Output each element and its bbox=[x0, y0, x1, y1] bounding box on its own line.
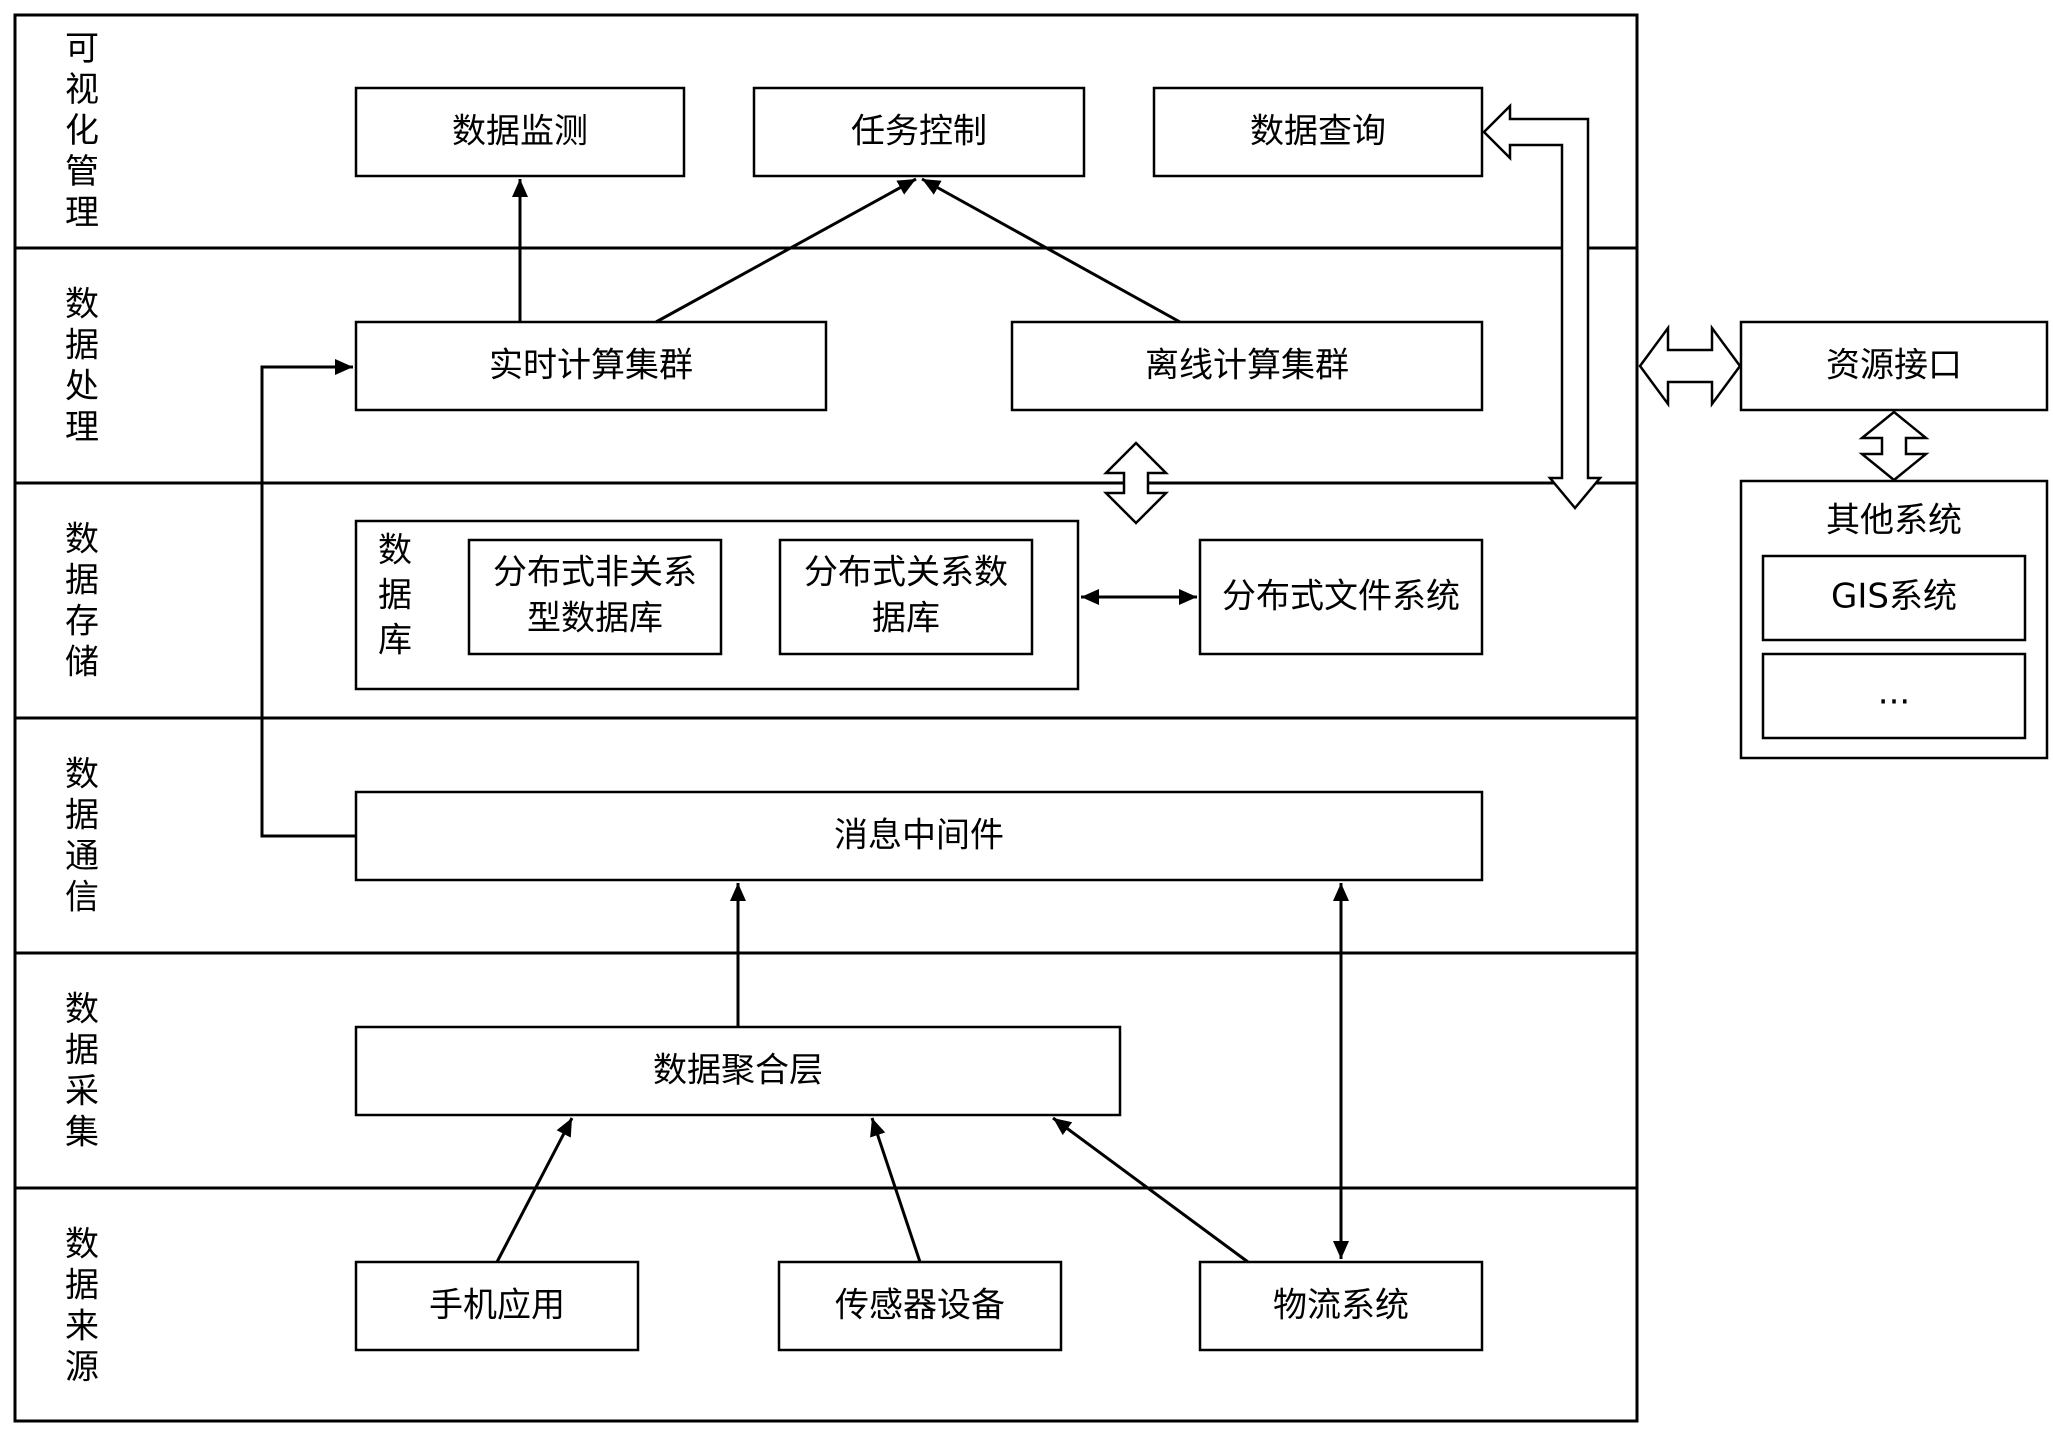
node-data-query: 数据查询 bbox=[1152, 86, 1484, 178]
database-label-char: 库 bbox=[378, 621, 412, 661]
database-label-char: 数 bbox=[378, 531, 412, 571]
node-resource-interface: 资源接口 bbox=[1739, 320, 2049, 412]
node-label: 分布式文件系统 bbox=[1222, 577, 1460, 617]
node-logistics-system: 物流系统 bbox=[1198, 1260, 1484, 1352]
arrow-sensor-to-aggregation bbox=[870, 1117, 922, 1263]
hollow-arrow-query-channel bbox=[1482, 102, 1603, 510]
layer-label-comm: 数据通信 bbox=[65, 755, 99, 918]
arrow-logistics-to-aggregation bbox=[1052, 1116, 1249, 1264]
node-message-middleware: 消息中间件 bbox=[354, 790, 1484, 882]
node-label: 任务控制 bbox=[851, 112, 987, 152]
node-mobile-app: 手机应用 bbox=[354, 1260, 640, 1352]
node-label: ... bbox=[1878, 673, 1910, 713]
node-label: 实时计算集群 bbox=[489, 346, 693, 386]
layer-label-vis: 可视化管理 bbox=[65, 29, 99, 233]
node-gis-system: GIS系统 bbox=[1761, 554, 2027, 642]
node-realtime-cluster: 实时计算集群 bbox=[354, 320, 828, 412]
node-label-line2: 据库 bbox=[872, 599, 940, 639]
hollow-arrow-resource-interface bbox=[1638, 324, 1742, 408]
node-label-line2: 型数据库 bbox=[527, 599, 663, 639]
node-label: GIS系统 bbox=[1831, 577, 1957, 617]
layer-label-source: 数据来源 bbox=[65, 1225, 99, 1388]
layer-label-collect: 数据采集 bbox=[65, 990, 99, 1153]
node-label: 离线计算集群 bbox=[1145, 346, 1349, 386]
database-label-char: 据 bbox=[378, 576, 412, 616]
node-sql-db: 分布式关系数 据库 bbox=[778, 538, 1034, 656]
node-label: 数据查询 bbox=[1250, 112, 1386, 152]
node-label: 手机应用 bbox=[429, 1286, 565, 1326]
arrow-mq-to-realtime bbox=[260, 359, 356, 838]
hollow-arrow-processing-storage bbox=[1102, 441, 1170, 525]
node-label: 传感器设备 bbox=[835, 1286, 1005, 1326]
node-dfs: 分布式文件系统 bbox=[1198, 538, 1484, 656]
node-label: 其他系统 bbox=[1826, 501, 1962, 541]
node-label-line1: 分布式关系数 bbox=[804, 553, 1008, 593]
layer-label-store: 数据存储 bbox=[65, 520, 99, 683]
node-label: 物流系统 bbox=[1273, 1286, 1409, 1326]
node-label: 消息中间件 bbox=[834, 816, 1004, 856]
node-label: 数据聚合层 bbox=[653, 1051, 823, 1091]
node-data-monitor: 数据监测 bbox=[354, 86, 686, 178]
arrow-realtime-to-task bbox=[655, 177, 917, 324]
node-aggregation-layer: 数据聚合层 bbox=[354, 1025, 1122, 1117]
node-task-control: 任务控制 bbox=[752, 86, 1086, 178]
layer-label-proc: 数据处理 bbox=[65, 285, 99, 448]
node-offline-cluster: 离线计算集群 bbox=[1010, 320, 1484, 412]
node-label: 资源接口 bbox=[1826, 346, 1962, 386]
node-label: 数据监测 bbox=[452, 112, 588, 152]
arrow-mobile-to-aggregation bbox=[495, 1117, 574, 1263]
node-sensor-device: 传感器设备 bbox=[777, 1260, 1063, 1352]
node-label-line1: 分布式非关系 bbox=[493, 553, 697, 593]
hollow-arrow-resource-other bbox=[1858, 410, 1930, 482]
node-nosql-db: 分布式非关系 型数据库 bbox=[467, 538, 723, 656]
node-ellipsis: ... bbox=[1761, 652, 2027, 740]
arrow-offline-to-task bbox=[921, 177, 1181, 324]
